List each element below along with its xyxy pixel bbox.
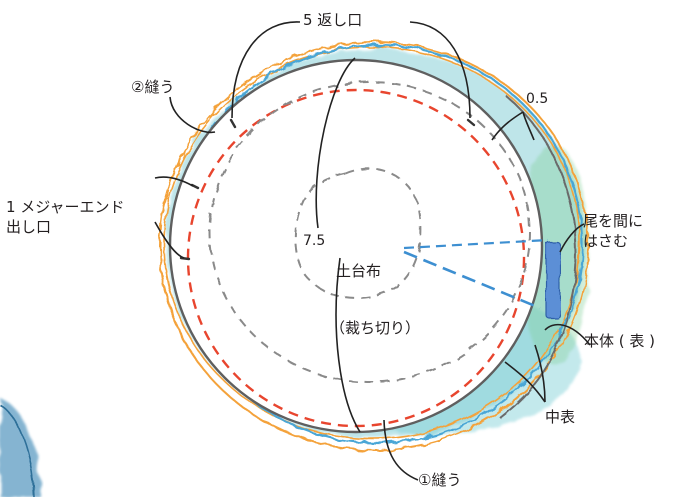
measure-end-label-line1: 1 メジャーエンド <box>6 198 125 216</box>
orange-edge-outline <box>159 41 589 451</box>
seam-allowance-label: 0.5 <box>526 91 549 107</box>
measure-end-label-line2: 出し口 <box>6 218 52 236</box>
base-cloth-label: 土台布 <box>336 262 382 280</box>
corner-fragment <box>0 398 40 497</box>
sew-first-label: ①縫う <box>418 471 462 489</box>
sew-second-label: ②縫う <box>131 78 175 96</box>
body-front-label: 本体 ( 表 ) <box>584 332 656 350</box>
base-cloth-outer-dash <box>209 81 531 383</box>
radius-label: 7.5 <box>303 233 326 249</box>
body-cloth <box>168 58 544 434</box>
tail-label-line2: はさむ <box>583 232 629 250</box>
return-opening-label: 5 返し口 <box>303 11 363 29</box>
base-cloth-inner-dash <box>294 167 422 299</box>
cut-off-label: （裁ち切り） <box>330 319 421 337</box>
tail-guide-upper <box>403 238 549 250</box>
tail-guide-lower <box>403 250 541 310</box>
tail-label-line1: 尾を間に <box>583 212 644 230</box>
leader-lines <box>154 21 591 481</box>
middle-front-label: 中表 <box>545 408 576 426</box>
tail-strip-icon <box>545 241 561 319</box>
